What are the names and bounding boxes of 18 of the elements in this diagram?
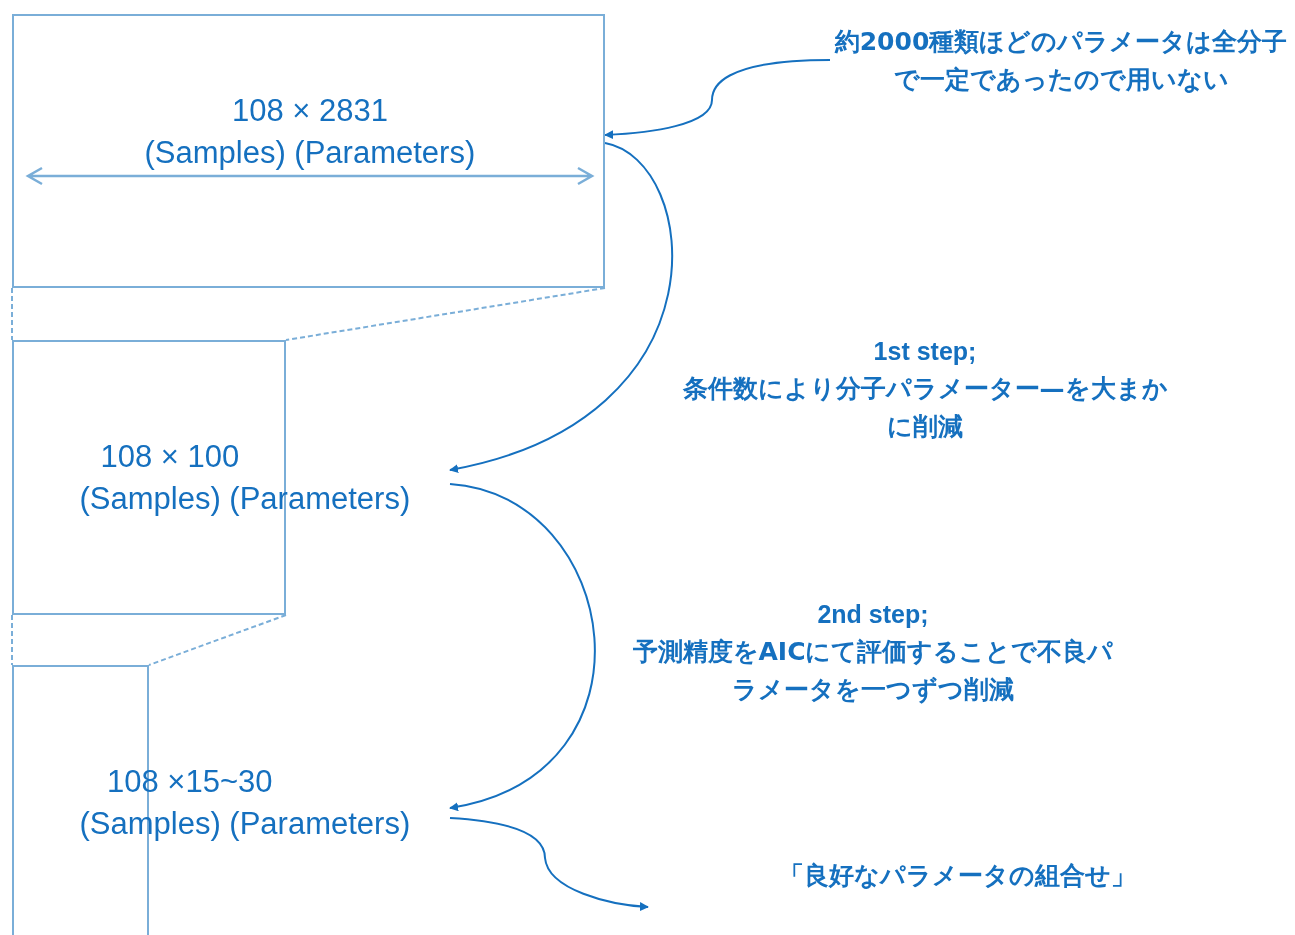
note-text: 約2000種類ほどのパラメータは全分子で一定であったので用いない bbox=[830, 23, 1292, 99]
curved-arrow bbox=[604, 59, 831, 140]
curved-arrow bbox=[449, 142, 674, 473]
matrix-size-label: 108 × 2831 bbox=[232, 92, 388, 130]
dashed-line bbox=[285, 287, 606, 341]
step-heading: 2nd step; bbox=[816, 599, 930, 630]
dashed-line bbox=[11, 287, 13, 341]
step-heading: 1st step; bbox=[872, 336, 978, 367]
curved-arrow bbox=[449, 483, 596, 811]
matrix-box bbox=[12, 14, 605, 288]
dashed-line bbox=[11, 614, 13, 666]
dashed-line bbox=[148, 614, 287, 666]
matrix-size-label: (Samples) (Parameters) bbox=[144, 134, 476, 172]
curved-arrow bbox=[449, 817, 649, 911]
step-description: 予測精度をAICにて評価することで不良パラメータを一つずつ削減 bbox=[631, 636, 1115, 706]
step-description: 条件数により分子パラメーター—を大まかに削減 bbox=[681, 373, 1169, 443]
result-text: 「良好なパラメータの組合せ」 bbox=[777, 860, 1137, 892]
matrix-size-label: 108 × 100 bbox=[100, 438, 240, 476]
